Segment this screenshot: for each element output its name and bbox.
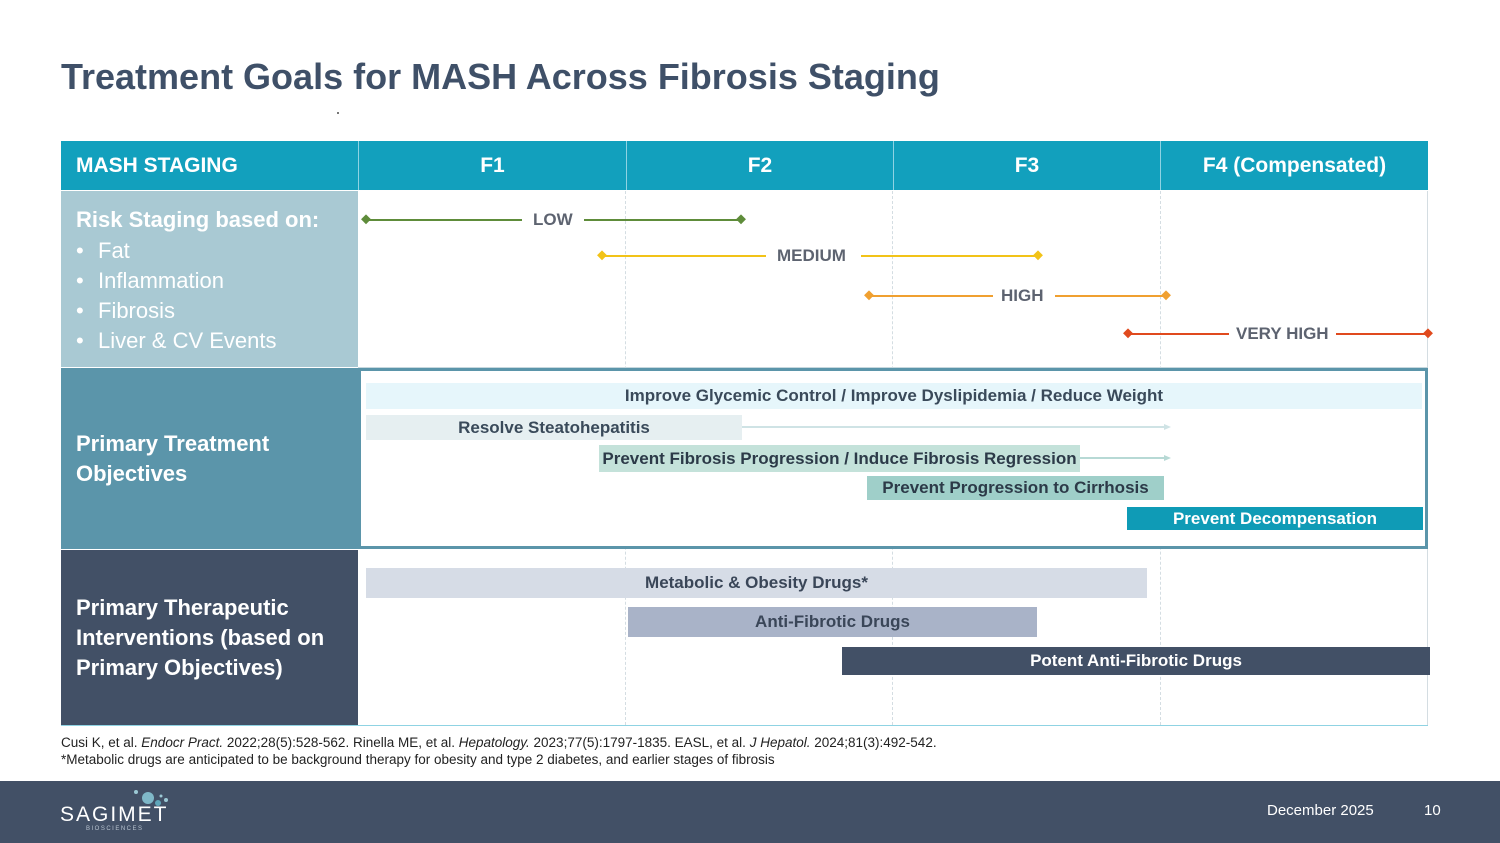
risk-staging-panel: Risk Staging based on: •Fat •Inflammatio… [61, 191, 358, 367]
risk-line-medium [597, 250, 1043, 261]
header-stage-f1: F1 [358, 141, 626, 190]
page-title: Treatment Goals for MASH Across Fibrosis… [61, 56, 940, 97]
logo-dots-icon [134, 790, 168, 806]
citation-line: Cusi K, et al. Endocr Pract. 2022;28(5):… [61, 735, 937, 750]
risk-staging-heading: Risk Staging based on: [76, 207, 320, 232]
risk-label-very-high: VERY HIGH [1236, 324, 1329, 343]
footer-bar [0, 781, 1500, 843]
intervention-potent-antifibrotic-bar: Potent Anti-Fibrotic Drugs [842, 647, 1430, 675]
risk-line-very-high [1123, 328, 1433, 339]
interventions-heading: Primary Therapeutic Interventions (based… [76, 594, 325, 680]
objective-fibrosis-bar: Prevent Fibrosis Progression / Induce Fi… [599, 445, 1080, 472]
header-staging-label: MASH STAGING [61, 141, 358, 190]
objectives-heading: Primary Treatment Objectives [76, 430, 270, 486]
risk-label-low: LOW [533, 210, 573, 229]
risk-line-low [361, 214, 746, 225]
interventions-panel: Primary Therapeutic Interventions (based… [61, 550, 358, 725]
header-stage-f2: F2 [626, 141, 893, 190]
risk-label-high: HIGH [1001, 286, 1044, 305]
footnote: *Metabolic drugs are anticipated to be b… [61, 752, 775, 767]
objective-cirrhosis-bar: Prevent Progression to Cirrhosis [867, 476, 1164, 500]
header-stage-f4: F4 (Compensated) [1160, 141, 1428, 190]
bullet-icon: • [76, 268, 84, 293]
objective-decompensation-bar: Prevent Decompensation [1127, 507, 1423, 530]
header-stage-f3: F3 [893, 141, 1160, 190]
objective-glycemic-bar: Improve Glycemic Control / Improve Dysli… [366, 383, 1422, 409]
bullet-icon: • [76, 298, 84, 323]
footer-date: December 2025 [1267, 802, 1374, 819]
risk-factor-item: •Liver & CV Events [76, 326, 358, 356]
intervention-metabolic-bar: Metabolic & Obesity Drugs* [366, 568, 1147, 598]
risk-label-medium: MEDIUM [777, 246, 846, 265]
table-bottom-line [61, 725, 1428, 726]
risk-factor-item: •Fibrosis [76, 296, 358, 326]
objectives-panel: Primary Treatment Objectives [61, 368, 358, 549]
references: Cusi K, et al. Endocr Pract. 2022;28(5):… [61, 734, 937, 768]
risk-factor-list: •Fat •Inflammation •Fibrosis •Liver & CV… [76, 236, 358, 356]
company-logo: SAGIMET [60, 803, 169, 826]
risk-factor-item: •Fat [76, 236, 358, 266]
objective-steatohepatitis-bar: Resolve Steatohepatitis [366, 415, 742, 440]
arrow-head-icon [1164, 455, 1171, 461]
company-logo-sub: BIOSCIENCES [86, 826, 144, 832]
risk-line-high [864, 290, 1171, 301]
page-number: 10 [1424, 802, 1441, 819]
stray-dot [337, 112, 339, 114]
risk-factor-item: •Inflammation [76, 266, 358, 296]
row-divider [358, 367, 1428, 368]
intervention-antifibrotic-bar: Anti-Fibrotic Drugs [628, 607, 1037, 637]
bullet-icon: • [76, 238, 84, 263]
bullet-icon: • [76, 328, 84, 353]
arrow-head-icon [1164, 424, 1171, 430]
